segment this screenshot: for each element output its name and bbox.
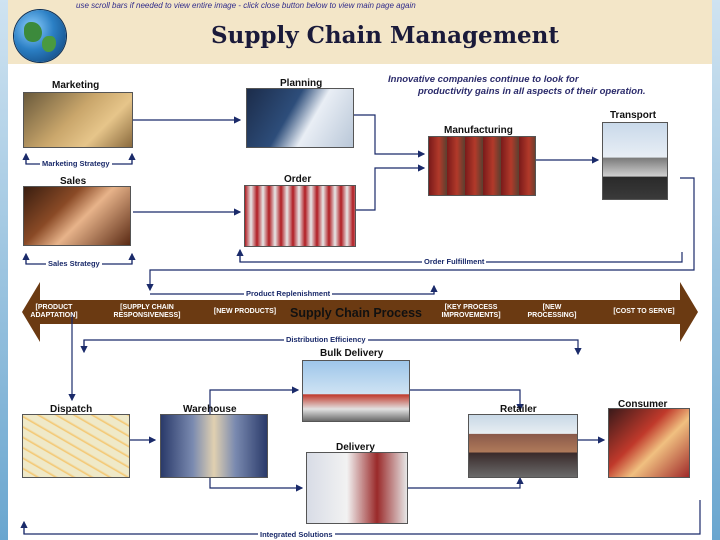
sales-image <box>23 186 131 246</box>
planning-image <box>246 88 354 148</box>
delivery-image <box>306 452 408 524</box>
node-marketing-label: Marketing <box>52 80 99 91</box>
band-item-new-products: [NEW PRODUCTS] <box>206 308 284 316</box>
band-item-cost-to-serve: [COST TO SERVE] <box>606 308 682 316</box>
band-item-product-adaptation: [PRODUCT ADAPTATION] <box>26 304 82 320</box>
flow-sales-strategy: Sales Strategy <box>46 259 102 268</box>
flow-distribution-efficiency: Distribution Efficiency <box>284 335 368 344</box>
flow-product-replenishment: Product Replenishment <box>244 289 332 298</box>
retailer-image <box>468 414 578 478</box>
flow-order-fulfillment: Order Fulfillment <box>422 257 486 266</box>
band-item-key-process-improvements: [KEY PROCESS IMPROVEMENTS] <box>432 304 510 320</box>
band-item-new-processing: [NEW PROCESSING] <box>520 304 584 320</box>
node-bulk-delivery-label: Bulk Delivery <box>320 348 383 359</box>
manufacturing-image <box>428 136 536 196</box>
order-image <box>244 185 356 247</box>
dispatch-map-image <box>22 414 130 478</box>
node-manufacturing-label: Manufacturing <box>444 125 513 136</box>
band-title: Supply Chain Process <box>290 306 422 320</box>
band-item-supply-chain-responsiveness: [SUPPLY CHAIN RESPONSIVENESS] <box>104 304 190 320</box>
transport-image <box>602 122 668 200</box>
node-order-label: Order <box>284 174 311 185</box>
flow-integrated-solutions: Integrated Solutions <box>258 530 335 539</box>
bulk-delivery-image <box>302 360 410 422</box>
marketing-image <box>23 92 133 148</box>
consumer-image <box>608 408 690 478</box>
flow-marketing-strategy: Marketing Strategy <box>40 159 112 168</box>
warehouse-image <box>160 414 268 478</box>
node-transport-label: Transport <box>610 110 656 121</box>
